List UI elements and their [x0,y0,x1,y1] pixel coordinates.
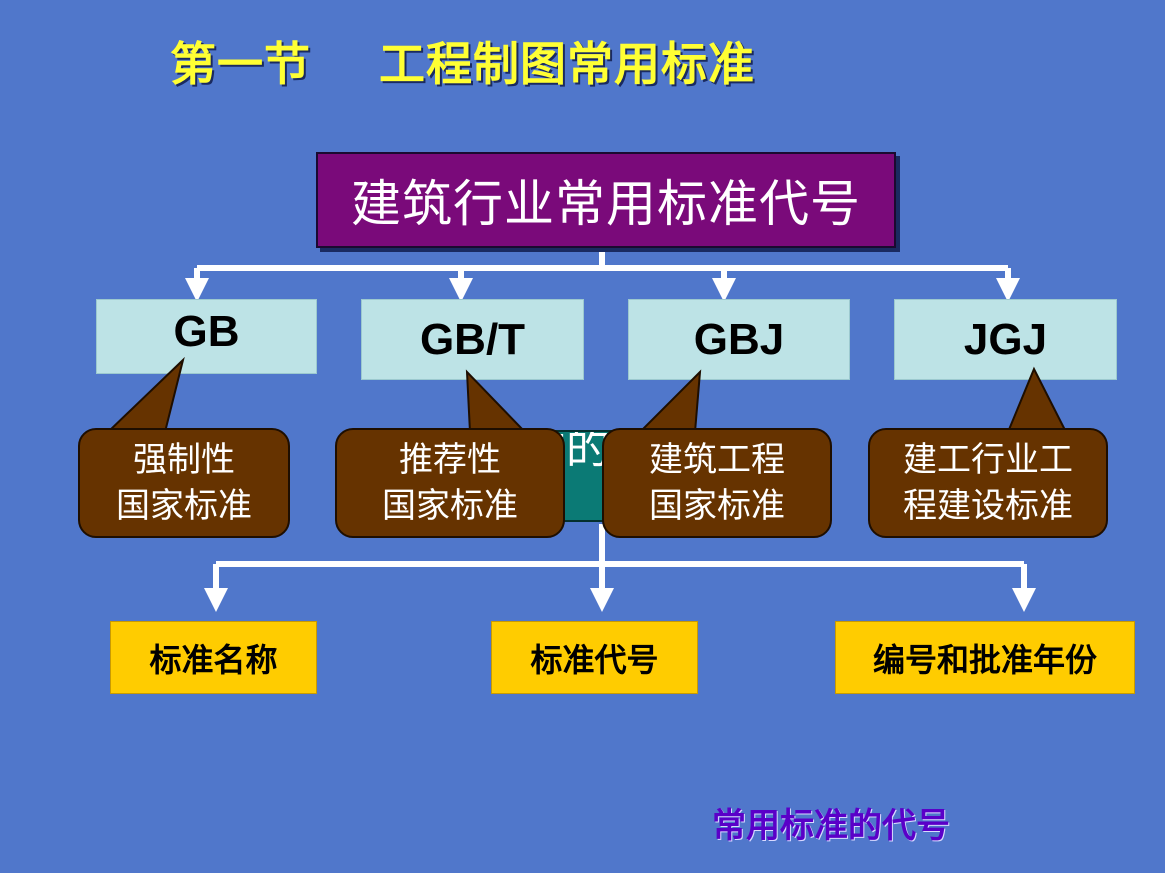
component-label: 标准名称 [149,640,278,679]
callout-line2: 程建设标准 [903,486,1073,526]
page-title: 第一节 工程制图常用标准 [170,37,756,91]
callout-line2: 国家标准 [649,486,785,526]
component-label: 标准代号 [530,640,659,679]
callout-gb: 强制性 国家标准 [78,428,290,538]
component-number-and-year: 编号和批准年份 [835,621,1135,694]
standard-code-label: GB [173,306,240,356]
standard-code-gbj: GBJ [628,299,850,380]
callout-jgj: 建工行业工 程建设标准 [868,428,1108,538]
component-label: 编号和批准年份 [872,640,1097,679]
root-node-label: 建筑行业常用标准代号 [351,175,861,233]
callout-line1: 推荐性 [399,440,501,480]
callout-gbt: 推荐性 国家标准 [335,428,565,538]
root-node: 建筑行业常用标准代号 [316,152,896,248]
callout-line2: 国家标准 [116,486,252,526]
callout-line2: 国家标准 [382,486,518,526]
standard-code-label: GBJ [693,314,785,364]
standard-code-gb: GB [96,299,317,374]
standard-code-jgj: JGJ [894,299,1117,380]
callout-gbj: 建筑工程 国家标准 [602,428,832,538]
callout-line1: 建筑工程 [649,440,785,480]
standard-code-label: JGJ [963,314,1048,364]
footer-link[interactable]: 常用标准的代号 [712,806,950,846]
standard-code-label: GB/T [419,314,526,364]
component-standard-code: 标准代号 [491,621,698,694]
callout-line1: 强制性 [133,440,235,480]
component-standard-name: 标准名称 [110,621,317,694]
callout-line1: 建工行业工 [903,440,1073,480]
